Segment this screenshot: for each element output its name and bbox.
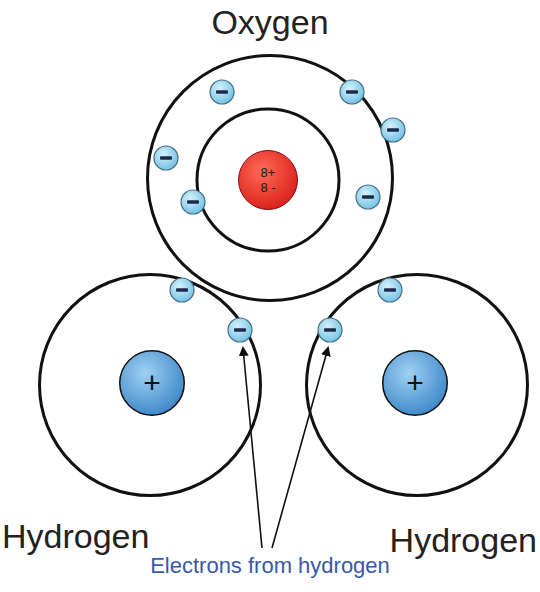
nucleus: 8+8 - — [238, 150, 298, 210]
electron — [340, 80, 364, 104]
electron-ball — [170, 278, 194, 302]
inner-shell — [197, 109, 339, 251]
electron-ball — [181, 190, 205, 214]
charge-text: 8+ — [261, 165, 276, 180]
minus-sign — [176, 288, 188, 292]
minus-sign — [346, 90, 358, 94]
minus-sign — [324, 328, 336, 332]
electron — [181, 190, 205, 214]
electron-ball — [318, 318, 342, 342]
minus-sign — [384, 288, 396, 292]
minus-sign — [234, 328, 246, 332]
electron — [210, 80, 234, 104]
minus-sign — [362, 195, 374, 199]
caption-label: Electrons from hydrogen — [150, 553, 390, 579]
atom-name: Hydrogen — [2, 516, 149, 556]
electrons — [154, 80, 405, 342]
charge-text: + — [143, 367, 161, 399]
minus-sign — [187, 200, 199, 204]
circle-shape — [383, 351, 448, 416]
charge-text: 8 - — [260, 180, 275, 195]
electron-ball — [154, 146, 178, 170]
leader-arrow — [272, 348, 328, 548]
circle-shape — [239, 151, 298, 210]
circle-shape — [148, 56, 393, 301]
minus-sign — [387, 128, 399, 132]
minus-sign — [160, 156, 172, 160]
electron — [378, 278, 402, 302]
nucleus-text-box: + — [382, 350, 448, 416]
electron-ball — [356, 185, 380, 209]
electron — [228, 318, 252, 342]
atom-shell: Hydrogen+ — [305, 273, 529, 497]
leader-arrow — [243, 348, 262, 548]
electron-ball — [381, 118, 405, 142]
electron-ball — [228, 318, 252, 342]
electron — [356, 185, 380, 209]
atom-name: Hydrogen — [390, 520, 537, 560]
electron-ball — [210, 80, 234, 104]
electron-ball — [340, 80, 364, 104]
charge-text: + — [406, 367, 424, 399]
nucleus-text-box: 8+8 - — [238, 150, 298, 210]
atom-name: Oxygen — [211, 2, 328, 42]
circle-shape — [40, 275, 261, 496]
electron-ball — [378, 278, 402, 302]
circle-shape — [120, 351, 185, 416]
electron — [170, 278, 194, 302]
electron — [381, 118, 405, 142]
minus-sign — [216, 90, 228, 94]
nucleus-text-box: + — [119, 350, 185, 416]
electron — [154, 146, 178, 170]
circle-shape — [307, 275, 528, 496]
electron — [318, 318, 342, 342]
nucleus: + — [382, 350, 448, 416]
atom-shell: Hydrogen+ — [38, 273, 262, 497]
nucleus: + — [119, 350, 185, 416]
